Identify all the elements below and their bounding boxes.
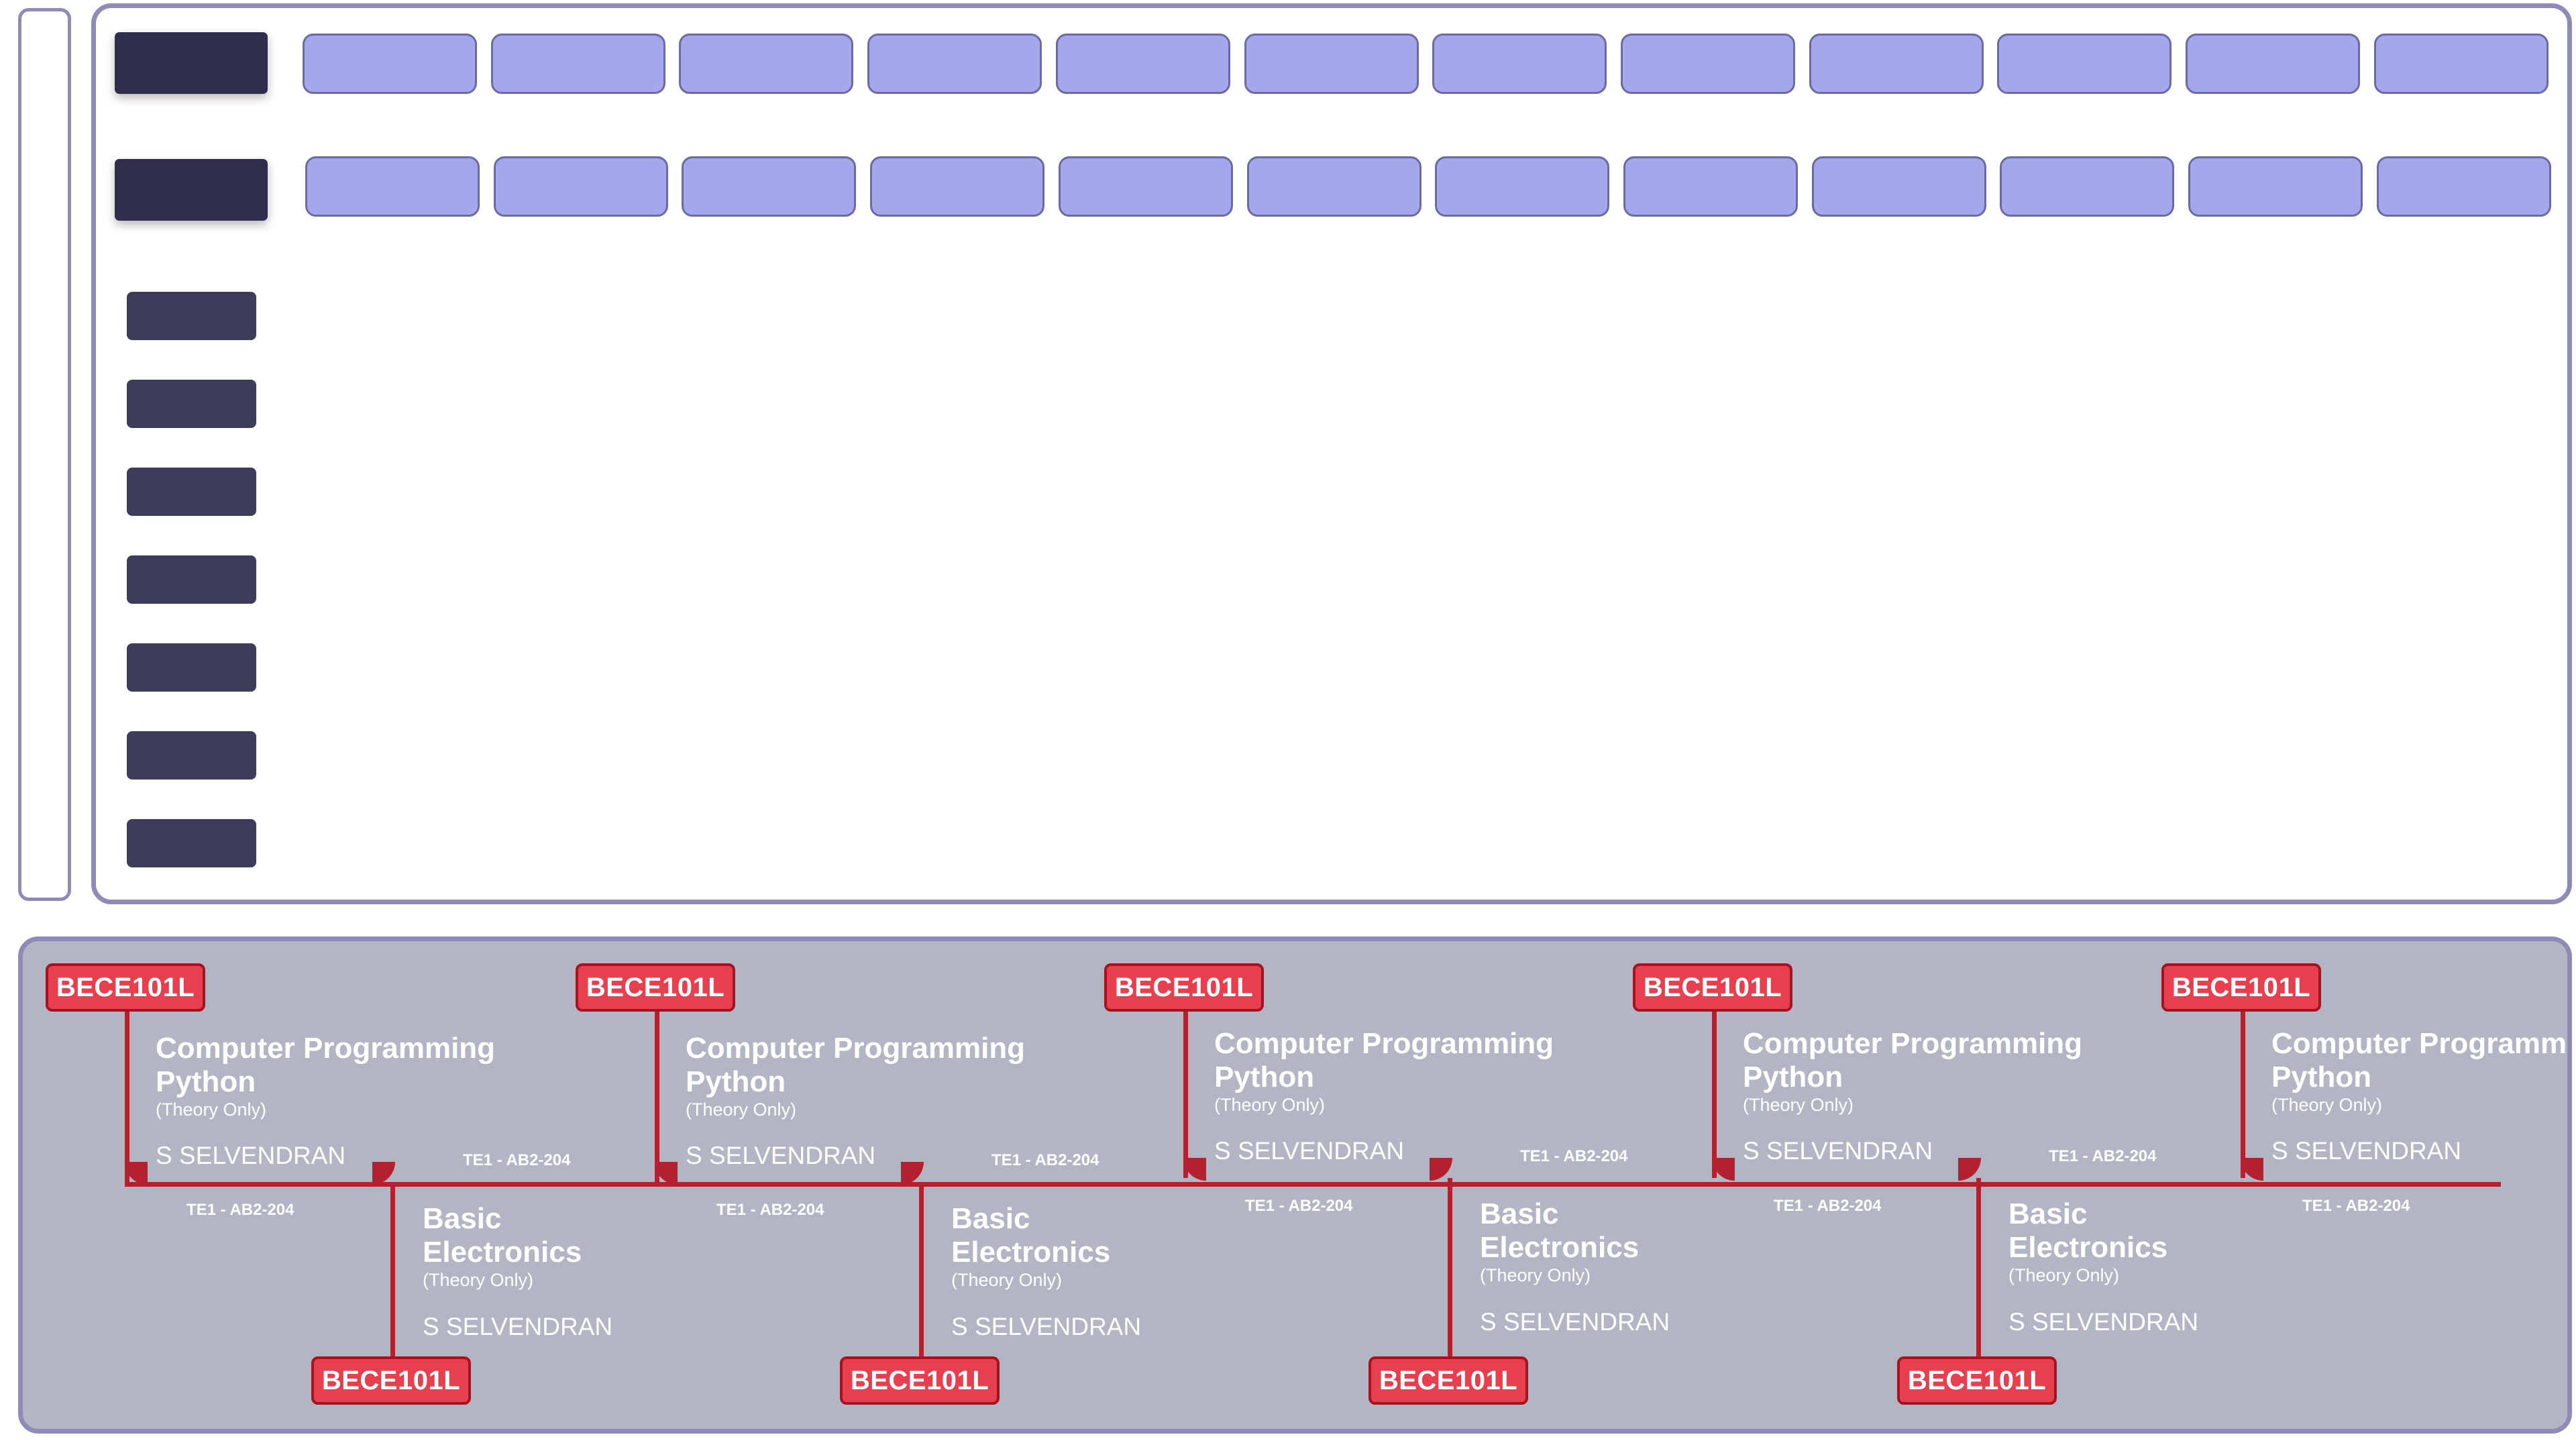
time-slot-r1-c2[interactable]	[491, 34, 665, 94]
course-code-badge[interactable]: BECE101L	[576, 963, 735, 1012]
faculty-name: S SELVENDRAN	[686, 1142, 876, 1169]
course-title: Computer Programming Python	[156, 1032, 496, 1098]
time-slot-r1-c5[interactable]	[1056, 34, 1230, 94]
course-title: Basic Electronics	[423, 1202, 582, 1269]
faculty-name: S SELVENDRAN	[2271, 1137, 2462, 1165]
course-type: (Theory Only)	[156, 1099, 267, 1120]
faculty-name: S SELVENDRAN	[1480, 1308, 1670, 1336]
course-type: (Theory Only)	[1480, 1265, 1591, 1285]
room-label: TE1 - AB2-204	[716, 1201, 824, 1219]
time-slot-r2-c5[interactable]	[1059, 156, 1233, 217]
time-slot-r1-c7[interactable]	[1432, 34, 1607, 94]
course-title: Computer Programming Python	[1214, 1027, 1554, 1093]
timeline-joint	[372, 1162, 395, 1185]
side-rail	[18, 8, 71, 901]
course-code-badge[interactable]: BECE101L	[840, 1356, 1000, 1405]
faculty-name: S SELVENDRAN	[1214, 1137, 1405, 1165]
course-code-badge[interactable]: BECE101L	[1897, 1356, 2057, 1405]
room-label: TE1 - AB2-204	[991, 1151, 1099, 1169]
room-label: TE1 - AB2-204	[2049, 1147, 2157, 1165]
course-type: (Theory Only)	[423, 1270, 534, 1290]
course-title: Basic Electronics	[1480, 1197, 1640, 1264]
time-slot-r2-c9[interactable]	[1812, 156, 1986, 217]
course-title: Basic Electronics	[951, 1202, 1111, 1269]
time-slot-r1-c9[interactable]	[1809, 34, 1984, 94]
course-title: Basic Electronics	[2008, 1197, 2168, 1264]
timeline-stem-lower	[1448, 1178, 1452, 1358]
timeline-stem-lower	[390, 1182, 395, 1358]
course-code-badge[interactable]: BECE101L	[311, 1356, 471, 1405]
course-title: Computer Programming Python	[686, 1032, 1026, 1098]
course-code-badge[interactable]: BECE101L	[2161, 963, 2321, 1012]
course-type: (Theory Only)	[1214, 1095, 1326, 1115]
time-slot-r2-c12[interactable]	[2377, 156, 2551, 217]
timeline-stem-upper	[1712, 1008, 1717, 1178]
time-slot-r2-c7[interactable]	[1435, 156, 1609, 217]
timeline-stem-upper	[655, 1008, 659, 1182]
side-button-1[interactable]	[127, 292, 256, 340]
time-slot-r2-c6[interactable]	[1247, 156, 1421, 217]
time-slot-r1-c10[interactable]	[1997, 34, 2171, 94]
side-button-4[interactable]	[127, 555, 256, 604]
time-slot-r2-c10[interactable]	[2000, 156, 2174, 217]
timeline-joint	[901, 1162, 924, 1185]
course-type: (Theory Only)	[1743, 1095, 1854, 1115]
time-slot-r2-c2[interactable]	[494, 156, 668, 217]
time-slot-r1-c6[interactable]	[1244, 34, 1419, 94]
faculty-name: S SELVENDRAN	[423, 1313, 613, 1340]
row-header-2[interactable]	[115, 159, 268, 221]
timeline-joint	[1430, 1158, 1452, 1181]
course-code-badge[interactable]: BECE101L	[1633, 963, 1792, 1012]
room-label: TE1 - AB2-204	[1774, 1197, 1882, 1215]
row-header-1[interactable]	[115, 32, 268, 94]
room-label: TE1 - AB2-204	[1520, 1147, 1628, 1165]
time-slot-r2-c3[interactable]	[682, 156, 856, 217]
course-type: (Theory Only)	[2008, 1265, 2120, 1285]
time-slot-r2-c11[interactable]	[2188, 156, 2363, 217]
side-button-3[interactable]	[127, 468, 256, 516]
timeline-stem-lower	[919, 1182, 924, 1358]
faculty-name: S SELVENDRAN	[156, 1142, 346, 1169]
time-slot-r1-c3[interactable]	[679, 34, 853, 94]
timeline-stem-upper	[2241, 1008, 2245, 1178]
course-type: (Theory Only)	[686, 1099, 797, 1120]
timeline-spine	[125, 1182, 2501, 1187]
time-slot-r2-c1[interactable]	[305, 156, 480, 217]
time-slot-r1-c1[interactable]	[303, 34, 477, 94]
timeline-joint	[1958, 1158, 1981, 1181]
side-button-2[interactable]	[127, 380, 256, 428]
course-code-badge[interactable]: BECE101L	[46, 963, 205, 1012]
course-title: Computer Programming Python	[1743, 1027, 2083, 1093]
time-slot-r2-c8[interactable]	[1623, 156, 1798, 217]
room-label: TE1 - AB2-204	[1245, 1197, 1353, 1215]
side-button-5[interactable]	[127, 643, 256, 692]
faculty-name: S SELVENDRAN	[951, 1313, 1142, 1340]
timetable-grid-panel	[91, 3, 2572, 904]
time-slot-r1-c11[interactable]	[2186, 34, 2360, 94]
course-code-badge[interactable]: BECE101L	[1368, 1356, 1528, 1405]
room-label: TE1 - AB2-204	[2302, 1197, 2410, 1215]
faculty-name: S SELVENDRAN	[1743, 1137, 1933, 1165]
timeline-stem-lower	[1976, 1178, 1981, 1358]
course-title: Computer Programming Python	[2271, 1027, 2567, 1093]
time-slot-r2-c4[interactable]	[870, 156, 1044, 217]
time-slot-r1-c12[interactable]	[2374, 34, 2548, 94]
timeline-stem-upper	[1183, 1008, 1188, 1178]
side-button-7[interactable]	[127, 819, 256, 867]
timeline-stem-upper	[125, 1008, 129, 1182]
room-label: TE1 - AB2-204	[463, 1151, 571, 1169]
faculty-name: S SELVENDRAN	[2008, 1308, 2199, 1336]
time-slot-r1-c8[interactable]	[1621, 34, 1795, 94]
side-button-6[interactable]	[127, 731, 256, 780]
time-slot-r1-c4[interactable]	[867, 34, 1042, 94]
course-type: (Theory Only)	[2271, 1095, 2383, 1115]
room-label: TE1 - AB2-204	[186, 1201, 294, 1219]
course-type: (Theory Only)	[951, 1270, 1063, 1290]
course-code-badge[interactable]: BECE101L	[1104, 963, 1264, 1012]
